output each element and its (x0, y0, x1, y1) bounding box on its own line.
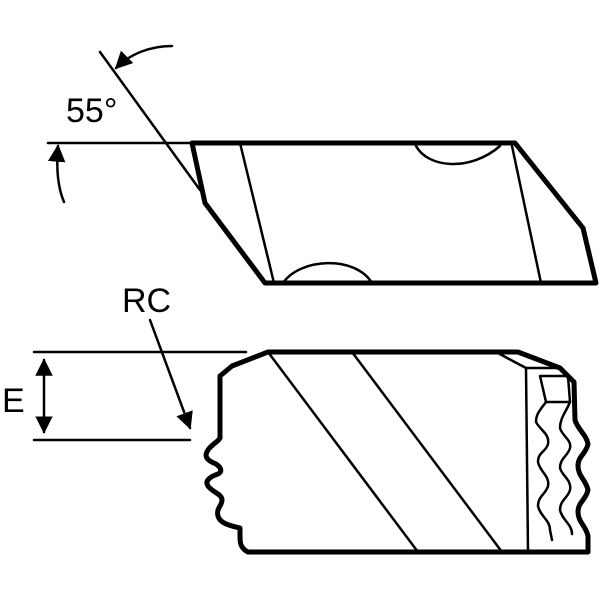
angle-arc-upper (114, 44, 174, 70)
dimension-label: E (2, 382, 25, 420)
top-view-upper-groove (414, 144, 502, 166)
top-view-lower-groove (281, 261, 374, 285)
top-view (189, 140, 599, 286)
bottom-view-helix-line-1 (266, 350, 420, 554)
bottom-view-helix-line-2 (350, 350, 504, 554)
bottom-view-outline (203, 349, 591, 555)
angle-label: 55° (66, 92, 117, 130)
bottom-view-thread-profile (534, 400, 554, 542)
bottom-view-face-line-vertical (524, 366, 530, 554)
corner-radius-leader (148, 318, 193, 430)
angle-arc-lower (47, 144, 66, 204)
top-view-right-facet-line (510, 144, 543, 285)
bottom-view-thread-profile-2 (558, 400, 574, 536)
angle-line (98, 50, 202, 192)
top-view-left-facet-line (238, 141, 276, 285)
bottom-view (203, 349, 591, 555)
bottom-view-face-line-top (494, 350, 528, 370)
corner-radius-label: RC (122, 282, 171, 320)
top-view-outline (189, 140, 599, 286)
